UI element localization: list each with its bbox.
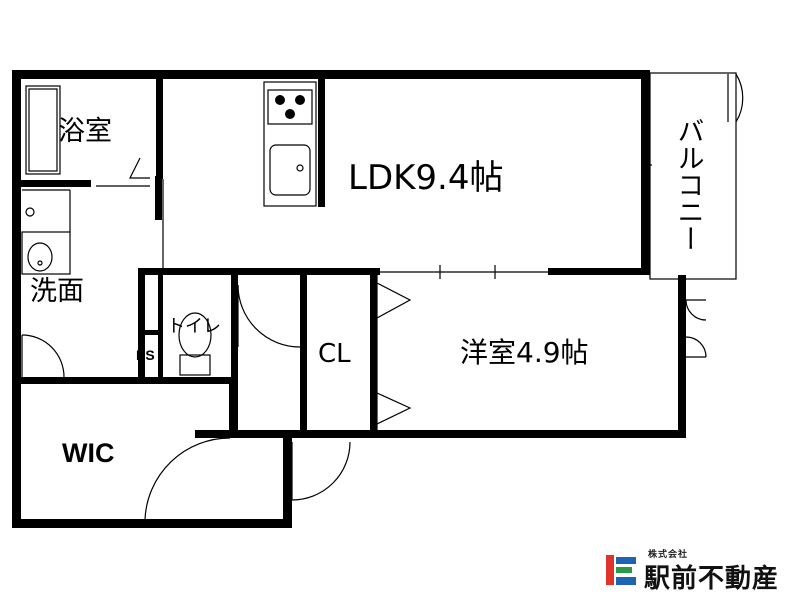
- company-type: 株式会社: [648, 550, 689, 560]
- room-label-washroom: 洗面: [30, 276, 84, 307]
- fixtures: [21, 72, 744, 521]
- room-label-ldk: LDK9.4帖: [348, 158, 504, 198]
- room-label-western-room: 洋室4.9帖: [460, 336, 589, 369]
- room-label-closet: CL: [318, 339, 351, 369]
- stove-icon: [275, 95, 305, 119]
- room-label-toilet: トイレ: [167, 316, 221, 337]
- room-label-balcony: バルコニー: [673, 117, 704, 252]
- room-label-wic: WIC: [62, 438, 114, 468]
- room-label-bath: 浴室: [58, 116, 112, 147]
- room-label-ps: PS: [136, 347, 155, 363]
- company-logo: 株式会社 駅前不動産: [606, 547, 796, 594]
- company-name: 駅前不動産: [644, 564, 780, 594]
- company-logo-mark-icon: [606, 555, 636, 585]
